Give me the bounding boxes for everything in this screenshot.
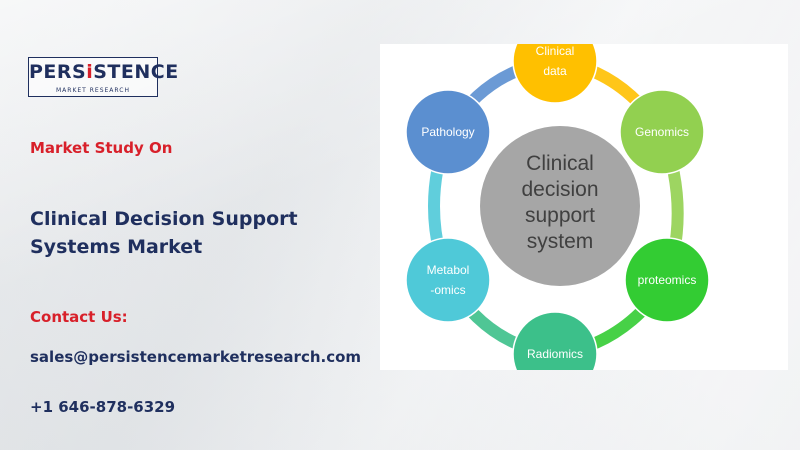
node-circle-5 (405, 237, 491, 323)
contact-phone[interactable]: +1 646-878-6329 (30, 398, 176, 416)
node-label-5-2: -omics (430, 283, 465, 297)
logo-tagline: MARKET RESEARCH (56, 87, 130, 94)
node-label-2-1: Genomics (635, 125, 689, 139)
report-title: Clinical Decision Support Systems Market (30, 205, 360, 261)
node-label-1-2: data (543, 64, 567, 78)
node-label-5-1: Metabol (427, 263, 470, 277)
node-label-1-1: Clinical (536, 44, 575, 58)
report-title-line-1: Clinical Decision Support (30, 208, 298, 230)
market-study-label: Market Study On (30, 139, 173, 157)
node-label-6-1: Pathology (421, 125, 474, 139)
report-title-line-2: Systems Market (30, 236, 203, 258)
logo-wordmark: PERSiSTENCE (29, 61, 179, 83)
center-label-line-3: support (525, 204, 595, 227)
center-label-line-2: decision (521, 178, 598, 201)
center-circle (480, 126, 640, 286)
node-circle-3 (624, 237, 710, 323)
contact-label: Contact Us: (30, 308, 128, 326)
cdss-diagram: Clinical decision support system Clinical dat… (380, 44, 788, 370)
company-logo: PERSiSTENCE MARKET RESEARCH (28, 57, 179, 97)
cdss-diagram-svg: Clinical decision support system Clinical dat… (405, 44, 710, 370)
node-label-3-1: proteomics (638, 273, 697, 287)
node-label-4-1: Radiomics (527, 347, 583, 361)
contact-email[interactable]: sales@persistencemarketresearch.com (30, 348, 362, 366)
center-label-line-4: system (527, 230, 594, 253)
center-label-line-1: Clinical (526, 152, 594, 175)
node-circle-2 (619, 89, 705, 175)
node-circle-4 (512, 311, 598, 370)
node-circle-1 (512, 44, 598, 104)
node-circle-6 (405, 89, 491, 175)
